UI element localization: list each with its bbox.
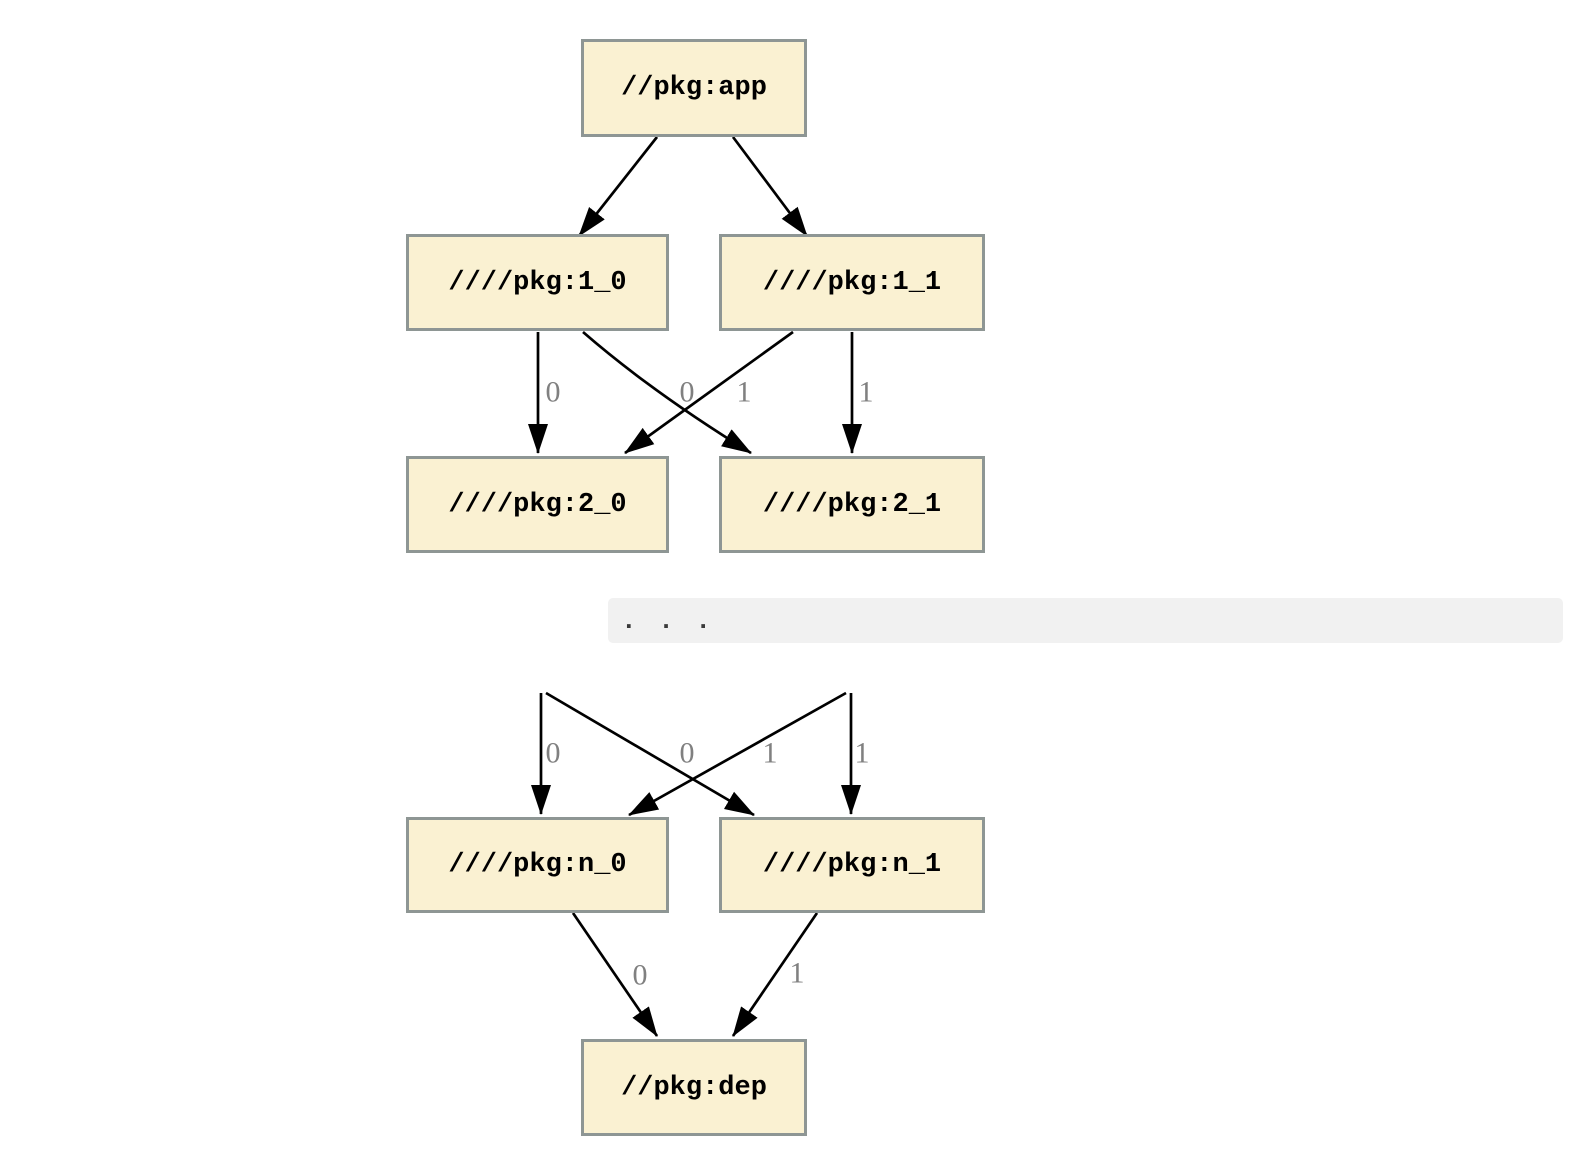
edge-1_0-to-2_1 xyxy=(582,330,752,455)
node-label: //pkg:dep xyxy=(621,1072,767,1103)
ellipsis-text: . . . xyxy=(621,605,715,636)
node-app: //pkg:app xyxy=(581,39,807,137)
edge-label-ellipsis-right-to-n_0: 0 xyxy=(680,737,695,770)
edge-label-1_1-to-2_0: 0 xyxy=(680,376,695,409)
node-1_1: ////pkg:1_1 xyxy=(719,234,985,331)
edge-ellipsis-right-to-n_0 xyxy=(628,691,847,817)
edge-label-ellipsis-left-to-n_1: 1 xyxy=(763,737,778,770)
edge-label-ellipsis-right-to-n_1: 1 xyxy=(855,737,870,770)
edge-app-to-1_0 xyxy=(577,136,659,237)
edge-n_1-to-dep xyxy=(731,912,819,1037)
edge-n_0-to-dep xyxy=(571,912,659,1037)
node-2_1: ////pkg:2_1 xyxy=(719,456,985,553)
edge-1_1-to-2_0 xyxy=(624,330,794,455)
edge-app-to-1_1 xyxy=(731,136,809,237)
edge-label-n_0-to-dep: 0 xyxy=(633,959,648,992)
node-label: ////pkg:2_0 xyxy=(448,489,627,520)
node-label: ////pkg:1_0 xyxy=(448,267,627,298)
ellipsis-band: . . . xyxy=(608,598,1563,643)
node-dep: //pkg:dep xyxy=(581,1039,807,1136)
node-label: ////pkg:n_0 xyxy=(448,850,627,880)
edge-label-1_0-to-2_0: 0 xyxy=(546,376,561,409)
edge-ellipsis-left-to-n_1 xyxy=(545,691,755,817)
edge-label-1_1-to-2_1: 1 xyxy=(859,376,874,409)
node-n_1: ////pkg:n_1 xyxy=(719,817,985,913)
node-n_0: ////pkg:n_0 xyxy=(406,817,669,913)
edge-label-ellipsis-left-to-n_0: 0 xyxy=(546,737,561,770)
edge-label-n_1-to-dep: 1 xyxy=(790,957,805,990)
edge-label-1_0-to-2_1: 1 xyxy=(737,376,752,409)
node-label: ////pkg:2_1 xyxy=(762,489,942,520)
node-1_0: ////pkg:1_0 xyxy=(406,234,669,331)
node-2_0: ////pkg:2_0 xyxy=(406,456,669,553)
node-label: //pkg:app xyxy=(621,73,767,103)
node-label: ////pkg:n_1 xyxy=(762,850,942,880)
node-label: ////pkg:1_1 xyxy=(762,267,942,298)
